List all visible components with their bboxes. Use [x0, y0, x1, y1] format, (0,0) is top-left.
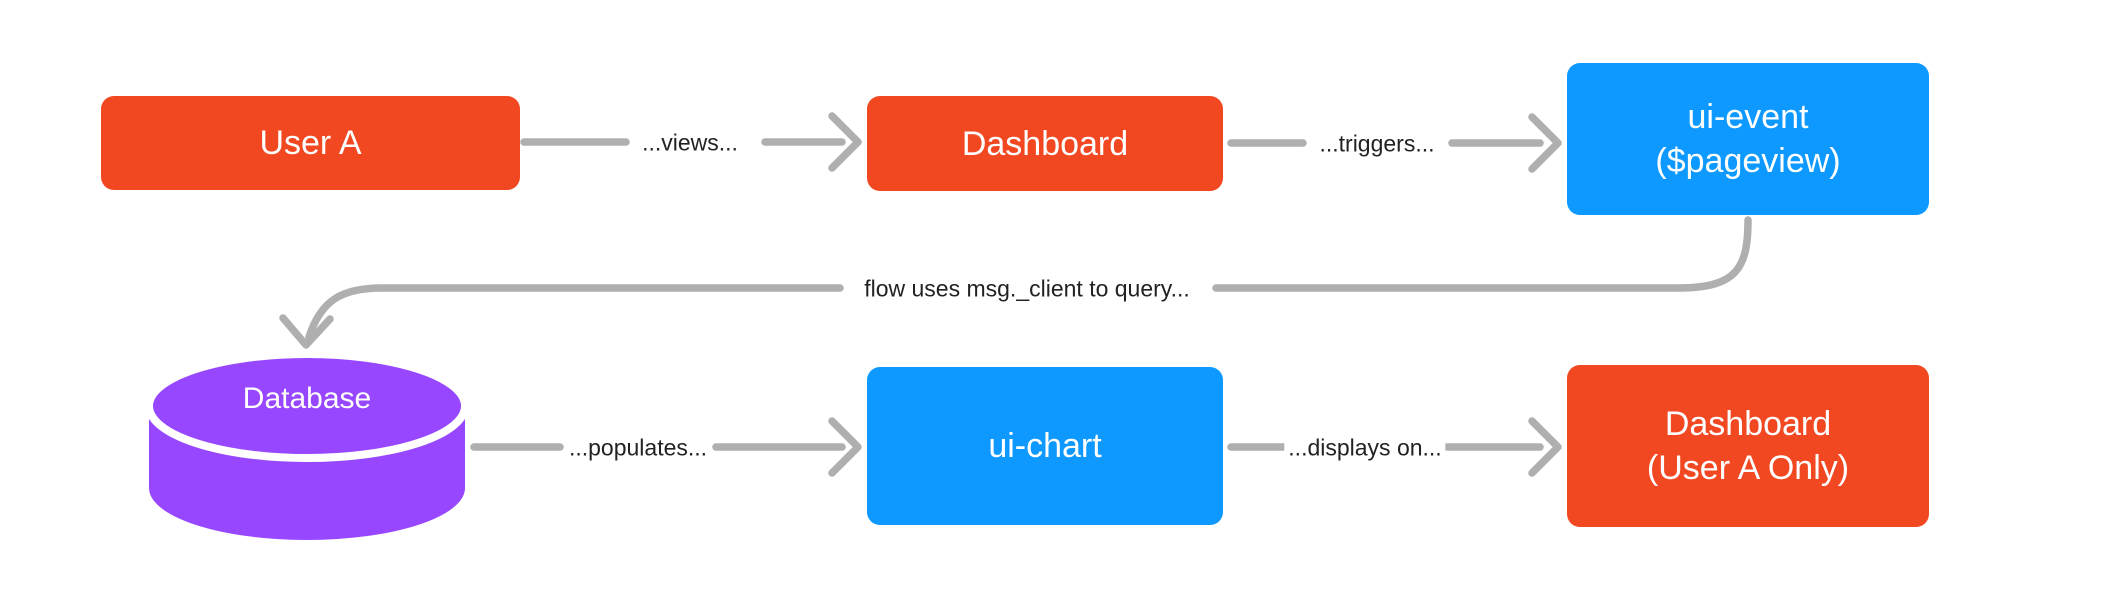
- connector-query[interactable]: [279, 216, 1752, 349]
- node-dashboard-label: Dashboard: [961, 124, 1129, 163]
- node-ui-chart-label: ui-chart: [988, 427, 1102, 465]
- node-user-a-label: User A: [259, 124, 362, 162]
- node-dashboard-user-a-line2: (User A Only): [1646, 449, 1850, 487]
- connector-label-populates[interactable]: ...populates...: [564, 434, 712, 462]
- node-database[interactable]: Database: [148, 350, 466, 544]
- node-database-label: Database: [242, 382, 372, 415]
- node-ui-event-line1: ui-event: [1687, 98, 1809, 136]
- connector-label-displays-on[interactable]: ...displays on...: [1284, 434, 1446, 462]
- connector-populates[interactable]: [470, 417, 862, 477]
- node-dashboard-user-a-line1: Dashboard: [1664, 405, 1832, 443]
- connector-views[interactable]: [520, 112, 862, 172]
- node-ui-chart[interactable]: ui-chart: [867, 367, 1223, 525]
- node-user-a[interactable]: User A: [101, 96, 520, 190]
- connector-label-query[interactable]: flow uses msg._client to query...: [860, 275, 1194, 303]
- connector-triggers[interactable]: [1227, 113, 1562, 173]
- node-ui-event-line2: ($pageview): [1655, 142, 1841, 180]
- node-dashboard-user-a-only[interactable]: Dashboard (User A Only): [1567, 365, 1929, 527]
- connector-label-triggers[interactable]: ...triggers...: [1315, 130, 1439, 158]
- node-dashboard[interactable]: Dashboard: [867, 96, 1223, 191]
- connector-label-views[interactable]: ...views...: [638, 129, 742, 157]
- database-cylinder-icon: [148, 350, 466, 540]
- node-ui-event[interactable]: ui-event ($pageview): [1567, 63, 1929, 215]
- connector-displays-on[interactable]: [1227, 417, 1562, 477]
